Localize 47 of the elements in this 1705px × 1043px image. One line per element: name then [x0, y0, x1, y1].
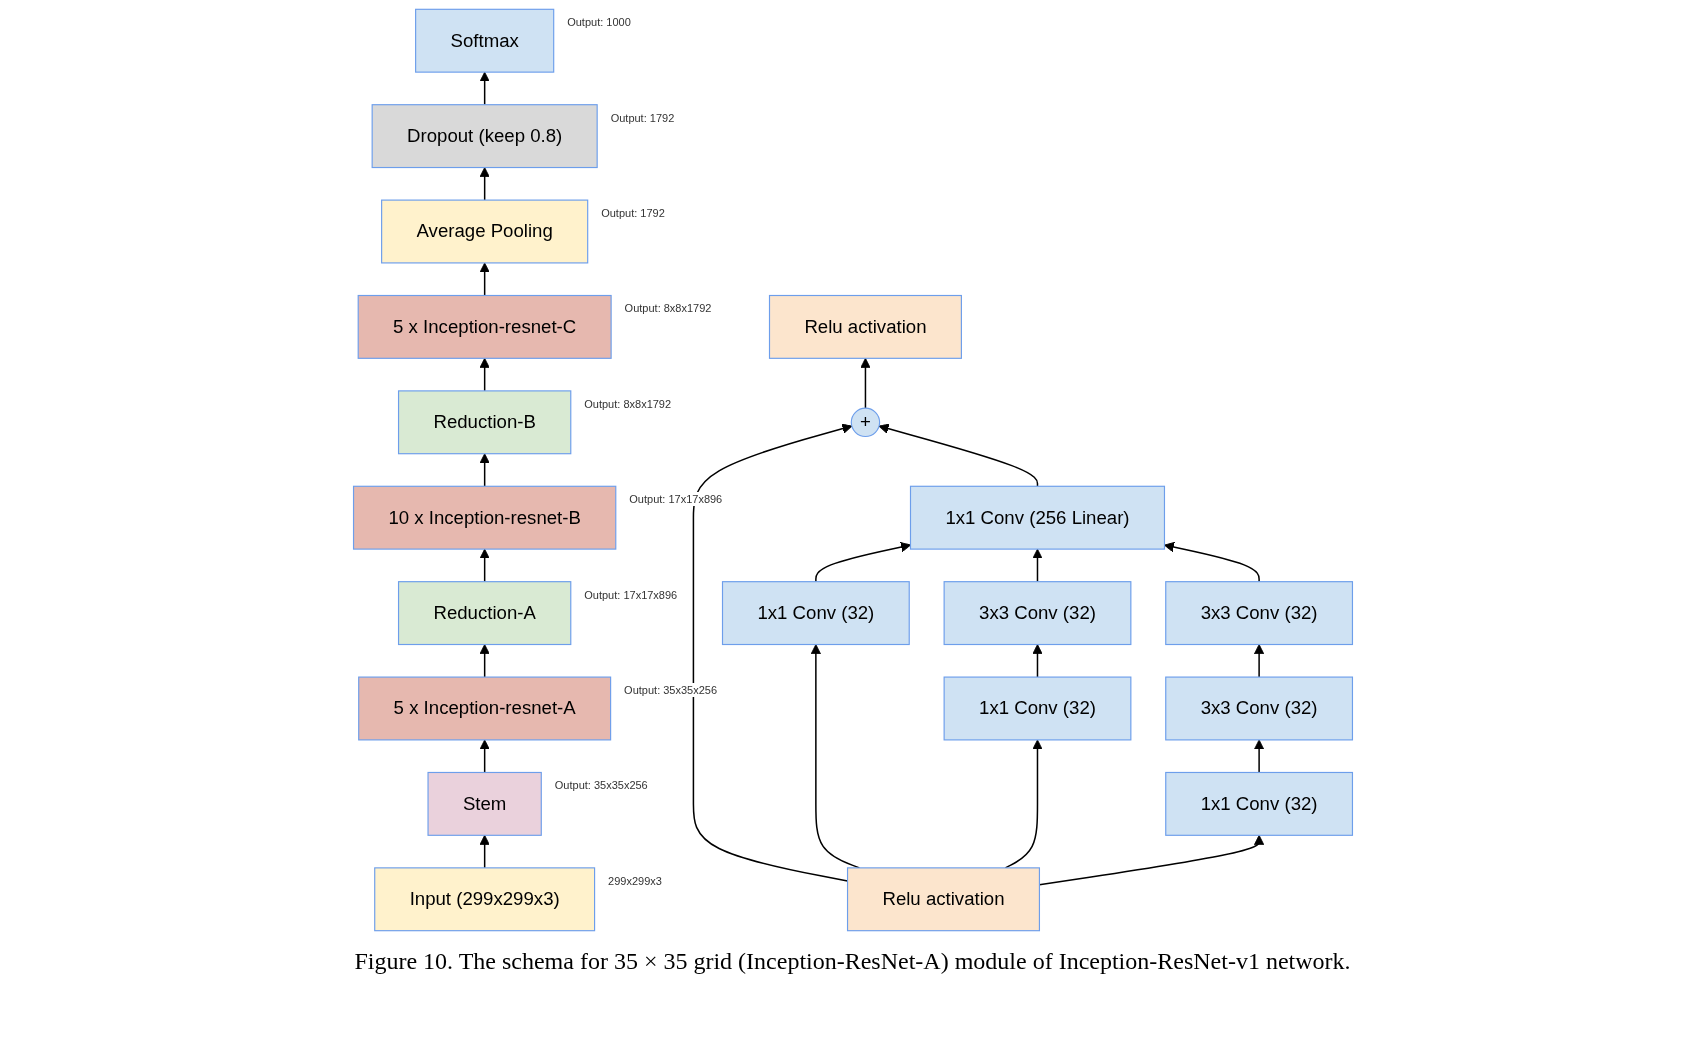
arrow: [1004, 739, 1043, 869]
arrow: [1031, 644, 1043, 678]
arrow: [1038, 834, 1264, 886]
output-size-note: Output: 35x35x256: [622, 683, 720, 698]
node-box: Reduction-A: [397, 581, 571, 646]
node-box: 5 x Inception-resnet-C: [357, 294, 612, 359]
node-box: 1x1 Conv (256 Linear): [909, 485, 1165, 550]
node-box: Average Pooling: [380, 199, 588, 264]
node-box: 3x3 Conv (32): [1164, 676, 1353, 741]
arrow: [1253, 739, 1264, 774]
arrow: [859, 357, 871, 409]
arrow: [479, 71, 490, 106]
figure-caption: Figure 10. The schema for 35 × 35 grid (Inception-ResNet-A) module of Inception-ResNet-v1 network.: [354, 948, 1351, 975]
arrow: [479, 167, 490, 201]
arrow: [479, 834, 490, 869]
arrow: [878, 423, 1038, 488]
output-size-note: Output: 8x8x1792: [622, 301, 714, 316]
node-box: Relu activation: [768, 294, 962, 359]
arrow: [479, 453, 490, 488]
node-box: Relu activation: [846, 867, 1040, 932]
arrow: [479, 548, 490, 583]
arrow: [692, 423, 852, 882]
output-size-note: Output: 35x35x256: [552, 778, 650, 793]
node-box: 1x1 Conv (32): [721, 581, 910, 646]
node-box: Stem: [426, 771, 542, 836]
arrow: [479, 357, 490, 392]
arrow: [479, 262, 490, 297]
output-size-note: Output: 1792: [599, 206, 667, 221]
node-box: 5 x Inception-resnet-A: [357, 676, 611, 741]
output-size-note: Output: 1000: [565, 15, 633, 30]
node-box: 1x1 Conv (32): [943, 676, 1131, 741]
node-box: Input (299x299x3): [373, 867, 595, 932]
node-box: 3x3 Conv (32): [943, 581, 1131, 646]
node-box: 10 x Inception-resnet-B: [352, 485, 616, 550]
node-box: Softmax: [414, 8, 554, 73]
arrow: [1253, 644, 1264, 678]
output-size-note: Output: 17x17x896: [627, 492, 725, 507]
arrow: [479, 739, 490, 774]
arrow: [814, 541, 911, 583]
arrow: [1163, 541, 1260, 583]
node-box: 3x3 Conv (32): [1164, 581, 1353, 646]
node-box: Dropout (keep 0.8): [371, 104, 598, 169]
node-circle: +: [850, 407, 880, 438]
node-box: Reduction-B: [397, 390, 571, 455]
arrow: [1031, 548, 1043, 583]
arrow: [479, 644, 490, 678]
node-box: 1x1 Conv (32): [1164, 771, 1353, 836]
